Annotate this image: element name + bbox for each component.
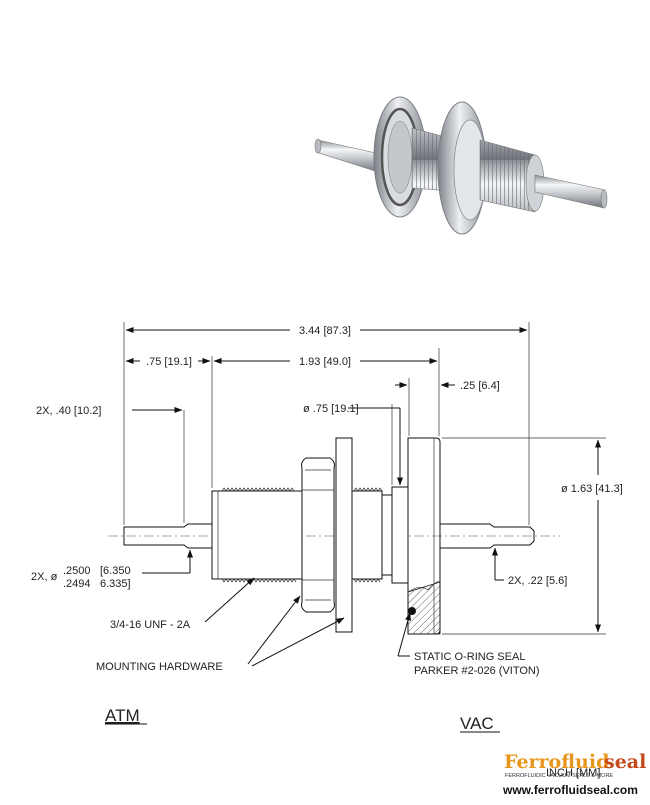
oring-callout-line1: STATIC O-RING SEAL bbox=[414, 651, 525, 663]
dim-flange-thickness: .25 [6.4] bbox=[460, 380, 500, 392]
vac-side-label: VAC bbox=[460, 714, 494, 733]
dim-shaft-diameter-max: .2500 bbox=[63, 565, 91, 577]
dimension-lines bbox=[125, 327, 601, 667]
brand-website: www.ferrofluidseal.com bbox=[502, 783, 638, 797]
oring-symbol bbox=[408, 607, 416, 615]
part-outline bbox=[123, 437, 535, 635]
brand-name-part1: Ferrofluid bbox=[504, 751, 609, 773]
dim-shaft-diameter-max-mm: [6.350 bbox=[100, 565, 131, 577]
brand-tagline: FERROFLUIDIC VACUUM SEALS & MORE bbox=[505, 773, 613, 779]
brand-logo: Ferrofluid seal FERROFLUIDIC VACUUM SEAL… bbox=[502, 751, 646, 797]
dim-shaft-flat: 2X, .40 [10.2] bbox=[36, 405, 101, 417]
product-render bbox=[314, 96, 608, 235]
mounting-hardware-callout: MOUNTING HARDWARE bbox=[96, 661, 223, 673]
extension-lines bbox=[123, 322, 606, 635]
units-label: INCH [MM] bbox=[546, 767, 600, 779]
callout-labels: 3/4-16 UNF - 2A MOUNTING HARDWARE STATIC… bbox=[96, 619, 540, 677]
dim-atm-shaft-length: .75 [19.1] bbox=[146, 356, 192, 368]
thread-callout: 3/4-16 UNF - 2A bbox=[110, 619, 191, 631]
dim-body-length: 1.93 [49.0] bbox=[299, 356, 351, 368]
dim-hub-diameter: ø .75 [19.1] bbox=[303, 403, 359, 415]
dim-overall-length: 3.44 [87.3] bbox=[299, 325, 351, 337]
thread-marks bbox=[221, 487, 297, 583]
dimension-labels: 3.44 [87.3] .75 [19.1] 1.93 [49.0] .25 [… bbox=[31, 325, 623, 590]
oring-callout-line2: PARKER #2-026 (VITON) bbox=[414, 665, 540, 677]
dim-shaft-diameter-min: .2494 bbox=[63, 578, 91, 590]
dim-shaft-diameter-min-mm: 6.335] bbox=[100, 578, 131, 590]
atm-side-label: ATM bbox=[105, 706, 140, 725]
dim-shaft-diameter-prefix: 2X, ø bbox=[31, 571, 58, 583]
dim-flange-diameter: ø 1.63 [41.3] bbox=[561, 483, 623, 495]
dim-vac-shaft-chamfer: 2X, .22 [5.6] bbox=[508, 575, 567, 587]
brand-name-part2: seal bbox=[604, 751, 646, 773]
